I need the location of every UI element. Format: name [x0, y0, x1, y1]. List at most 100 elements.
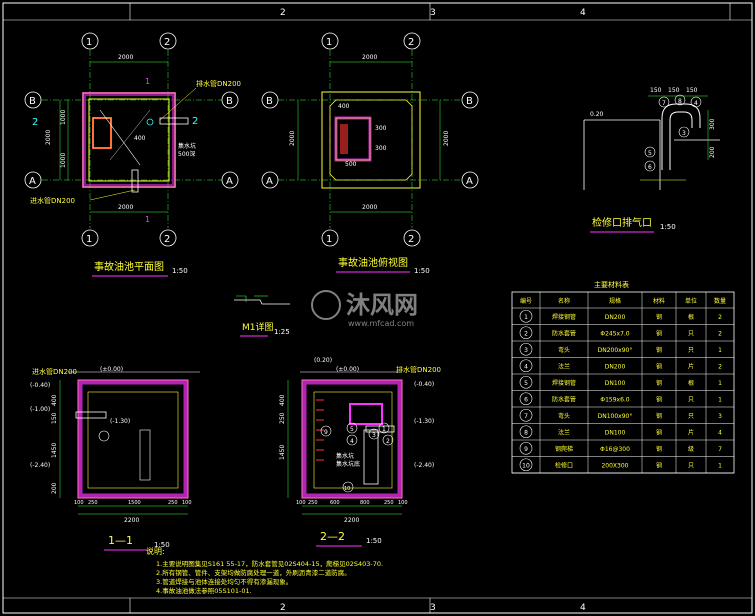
level-text: (±0.00)	[100, 366, 123, 373]
svg-text:100: 100	[74, 500, 84, 506]
pipe-label: 排水管DN200	[396, 365, 441, 374]
dim-text: 200	[709, 146, 716, 158]
table-cell-qty: 2	[718, 363, 722, 370]
section-1-1: (±0.00) (-0.40) (-1.00) (-1.30) (-2.40) …	[30, 366, 200, 551]
table-cell-unit: 只	[688, 330, 694, 337]
svg-text:400: 400	[51, 394, 58, 406]
table-cell-mat: 钢	[656, 445, 662, 453]
svg-text:100: 100	[182, 500, 192, 506]
table-cell-mat: 钢	[656, 362, 662, 370]
svg-text:1450: 1450	[51, 443, 58, 458]
svg-text:250: 250	[168, 500, 178, 506]
dim-text: 400	[134, 135, 146, 142]
materials-title: 主要材料表	[594, 280, 629, 289]
table-cell-unit: 只	[688, 413, 694, 420]
frame-col-label: 3	[430, 603, 436, 613]
svg-text:4: 4	[694, 100, 698, 107]
svg-text:8: 8	[678, 98, 682, 105]
table-cell-spec: Φ245x7.0	[600, 330, 629, 337]
dim-text: 2000	[443, 131, 450, 146]
svg-text:3: 3	[372, 432, 376, 439]
table-cell-spec: DN100	[605, 380, 626, 387]
axis-label: 2	[408, 234, 414, 245]
axis-label: B	[29, 96, 36, 107]
axis-label: B	[226, 96, 233, 107]
note-line: 3.管道焊接与池体连接处均匀不得有渗漏现象。	[156, 577, 292, 586]
table-cell-mat: 钢	[656, 461, 662, 469]
top-view: 1 2 1 2 B A B A 2000 2000 2000 2000 400 …	[261, 32, 479, 275]
svg-text:250: 250	[279, 412, 286, 424]
outlet-label: 进水管DN200	[30, 196, 75, 205]
table-cell-name: 法兰	[558, 428, 570, 436]
dim-text: 150	[686, 87, 698, 94]
sump-note: 集水坑底	[336, 460, 360, 468]
table-cell-no: 3	[524, 347, 528, 354]
svg-text:600: 600	[330, 500, 340, 506]
frame-col-label: 2	[280, 603, 286, 613]
svg-text:2: 2	[386, 438, 390, 445]
level-text: (±0.00)	[336, 366, 359, 373]
table-cell-qty: 7	[718, 446, 722, 453]
table-cell-spec: Φ16@300	[600, 446, 630, 453]
section-1-scale: 1:50	[154, 541, 170, 549]
svg-text:3: 3	[682, 130, 686, 137]
cut-mark: 1	[145, 215, 150, 224]
dim-text: 500	[345, 161, 357, 168]
dim-total: 2200	[124, 517, 139, 524]
dim-text: 2000	[362, 54, 377, 61]
svg-text:800: 800	[360, 500, 370, 506]
vent-detail-title: 检修口排气口	[592, 216, 652, 229]
table-cell-name: 检修口	[555, 461, 573, 469]
dim-text: 300	[375, 145, 387, 152]
table-cell-spec: Φ159x6.0	[600, 396, 629, 403]
frame-col-label: 2	[280, 8, 286, 18]
dim-text: 2000	[118, 204, 133, 211]
frame-col-label: 3	[430, 8, 436, 18]
table-cell-unit: 片	[688, 362, 694, 370]
pipe-label: 进水管DN200	[32, 367, 77, 376]
table-cell-spec: DN200	[605, 363, 626, 370]
table-cell-unit: 根	[688, 313, 694, 321]
svg-text:250: 250	[384, 500, 394, 506]
note-line: 1.主要说明图集见S161 55-17，防水套管见02S404-15，爬梯见02…	[156, 559, 383, 568]
dim-text: 300	[709, 118, 716, 130]
axis-label: A	[466, 176, 473, 187]
svg-text:1450: 1450	[279, 445, 286, 460]
watermark: 沐风网 www.mfcad.com	[311, 290, 418, 328]
table-cell-no: 2	[524, 330, 528, 337]
axis-label: 1	[326, 37, 332, 48]
table-cell-unit: 根	[688, 379, 694, 387]
axis-label: A	[29, 176, 36, 187]
table-cell-spec: DN100x90°	[598, 413, 633, 420]
table-cell-unit: 级	[688, 445, 694, 453]
table-header-cell: 编号	[520, 297, 532, 305]
dim-text: 1000	[60, 110, 67, 125]
table-cell-name: 焊接钢管	[552, 313, 576, 321]
top-view-scale: 1:50	[414, 267, 430, 275]
plan-view-title: 事故油池平面图	[94, 260, 164, 273]
top-view-title: 事故油池俯视图	[338, 256, 408, 269]
note-line: 4.事故油池做法参照05S101-01.	[156, 586, 252, 595]
table-cell-mat: 钢	[656, 395, 662, 403]
svg-text:1: 1	[382, 426, 386, 433]
table-cell-qty: 1	[718, 396, 722, 403]
table-cell-qty: 3	[718, 413, 722, 420]
table-cell-name: 钢爬梯	[555, 445, 573, 453]
table-cell-no: 8	[524, 429, 528, 436]
level-text: (-2.40)	[30, 462, 50, 469]
m1-detail: M1详图 1:25	[234, 295, 290, 337]
svg-text:9: 9	[324, 429, 328, 436]
level-text: (-1.30)	[414, 418, 434, 425]
level-text: (-1.30)	[110, 418, 130, 425]
axis-label: 1	[86, 234, 92, 245]
table-cell-name: 弯头	[558, 346, 570, 354]
level-text: (-0.40)	[414, 381, 434, 388]
table-cell-name: 焊接钢管	[552, 379, 576, 387]
dim-text: 400	[338, 103, 350, 110]
table-cell-no: 5	[524, 380, 528, 387]
table-header-cell: 单位	[685, 297, 697, 305]
svg-text:10: 10	[344, 486, 350, 492]
notes-title: 说明:	[146, 546, 165, 556]
svg-text:200: 200	[51, 482, 58, 494]
plan-view: 1 2 1 2 B A B A 2000 2000 2000 1000 1000…	[24, 32, 241, 277]
